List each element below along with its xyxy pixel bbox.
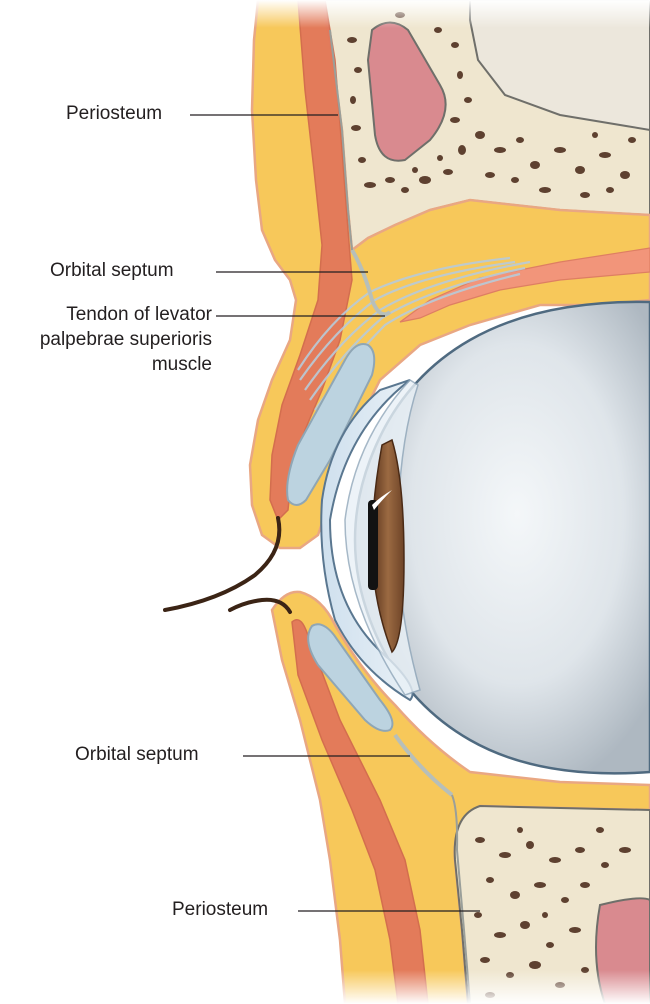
label-tendon-levator-line-2: palpebrae superioris <box>39 329 212 350</box>
pupil <box>368 500 378 590</box>
label-orbital-septum-lower: Orbital septum <box>75 744 199 765</box>
upper-tarsus <box>286 343 376 506</box>
label-tendon-levator: Tendon of levator palpebrae superioris m… <box>4 302 212 377</box>
lower-orbital-septum <box>393 733 454 797</box>
lower-eyelash <box>228 597 292 614</box>
label-periosteum-lower: Periosteum <box>172 899 269 920</box>
label-tendon-levator-line-3: muscle <box>151 354 212 375</box>
label-tendon-levator-line-1: Tendon of levator <box>66 304 212 325</box>
upper-eyelash <box>163 516 282 612</box>
lower-orbicularis-muscle <box>291 619 429 1004</box>
cornea-highlight <box>372 490 392 510</box>
label-orbital-septum-upper: Orbital septum <box>50 260 174 281</box>
cornea <box>320 379 414 702</box>
top-fade <box>240 0 650 28</box>
lower-periosteum-line <box>451 794 471 1004</box>
upper-orbital-septum <box>350 248 392 317</box>
upper-periosteum-line <box>329 29 353 251</box>
lower-tarsus <box>307 623 394 732</box>
upper-orbicularis-muscle <box>269 0 353 522</box>
label-periosteum-upper: Periosteum <box>66 103 163 124</box>
bottom-fade <box>300 970 650 1004</box>
upper-bone-pores <box>347 12 636 198</box>
leader-lines <box>190 114 480 912</box>
